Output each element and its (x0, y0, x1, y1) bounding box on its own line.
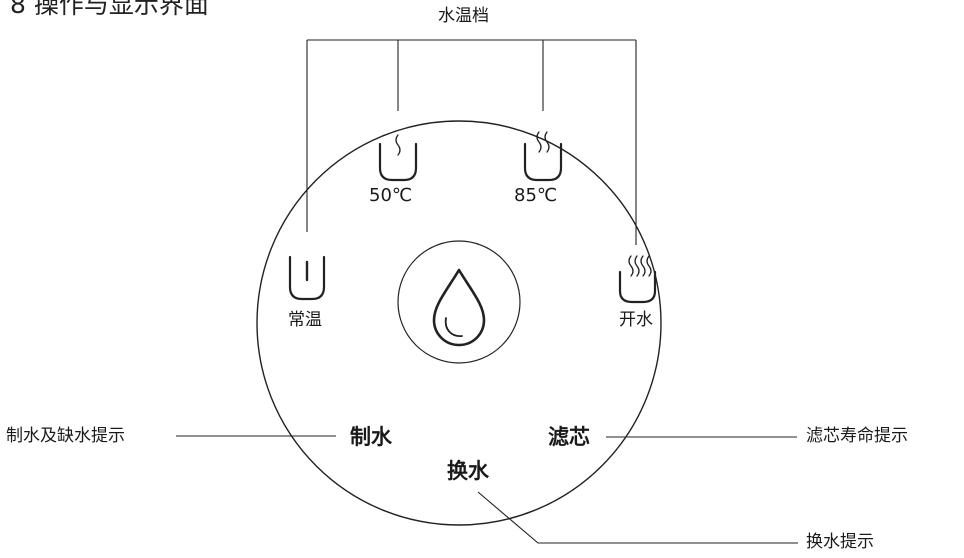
water-drop-icon (432, 268, 486, 347)
filter-button[interactable]: 滤芯 (548, 425, 590, 449)
change-water-callout: 换水提示 (806, 532, 874, 552)
cup-50c-icon (378, 134, 418, 182)
make-water-button[interactable]: 制水 (350, 425, 392, 449)
make-water-callout: 制水及缺水提示 (6, 426, 125, 446)
level-boiling-label[interactable]: 开水 (619, 310, 653, 330)
temperature-bracket-lines (306, 39, 637, 245)
center-button-ring (397, 240, 521, 364)
page-title: 8 操作与显示界面 (10, 0, 209, 19)
cup-room-temp-icon (288, 255, 326, 301)
change-water-leader-line (477, 491, 798, 544)
water-temp-level-label: 水温档 (438, 6, 489, 26)
level-50c-label[interactable]: 50℃ (369, 185, 413, 206)
filter-life-callout: 滤芯寿命提示 (806, 426, 908, 446)
level-85c-label[interactable]: 85℃ (514, 185, 558, 206)
level-room-temp-label[interactable]: 常温 (288, 310, 322, 330)
cup-boiling-icon (618, 255, 657, 304)
dial-outer-ring (256, 120, 662, 526)
cup-85c-icon (523, 131, 563, 182)
change-water-button[interactable]: 换水 (447, 459, 489, 483)
